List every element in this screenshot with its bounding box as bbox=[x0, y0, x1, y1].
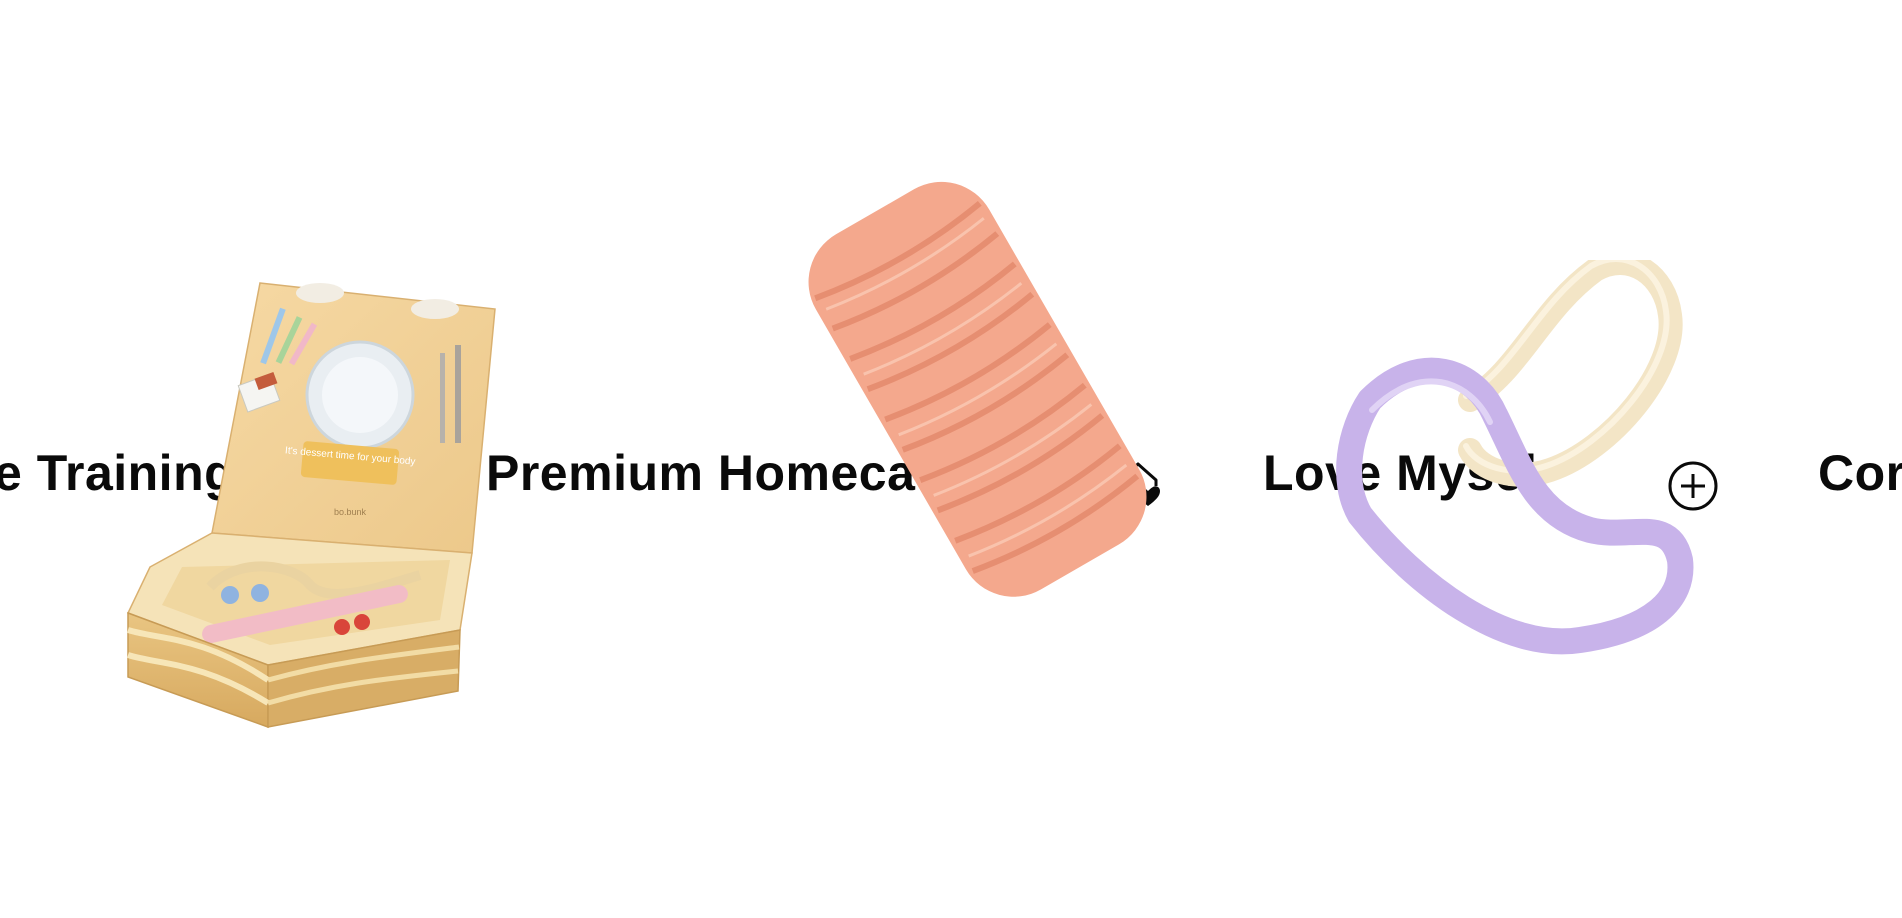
marquee-item-premium-homecare: Premium Homeca bbox=[486, 445, 916, 501]
product-image-dessert-kit[interactable]: It's dessert time for your body bo.bunk bbox=[120, 275, 510, 750]
marquee-item-cor: Cor bbox=[1818, 445, 1902, 501]
plus-circle-icon bbox=[1667, 460, 1719, 517]
box-brand: bo.bunk bbox=[334, 507, 367, 517]
product-image-yoga-rings[interactable] bbox=[1330, 251, 1790, 715]
marquee-item-training: e Training bbox=[0, 445, 236, 501]
product-image-foam-roller[interactable] bbox=[780, 150, 1180, 625]
